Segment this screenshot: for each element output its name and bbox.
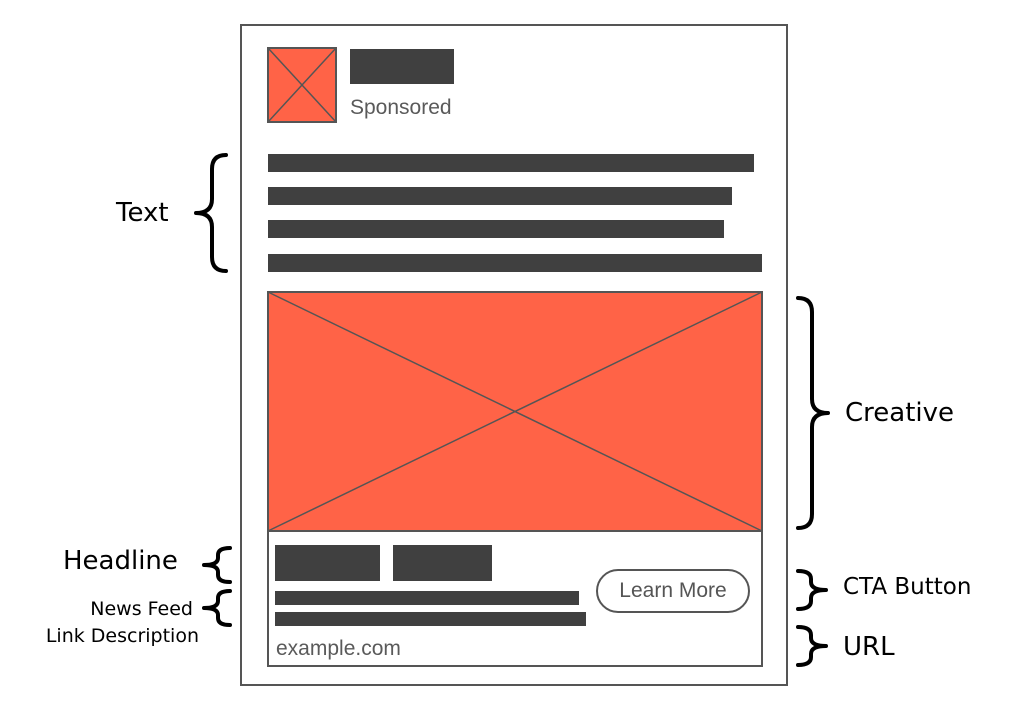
annotation-creative: Creative bbox=[845, 398, 955, 428]
headline-word-placeholder bbox=[393, 545, 492, 581]
text-line-placeholder bbox=[268, 220, 724, 238]
annotation-cta-button: CTA Button bbox=[843, 574, 972, 600]
text-line-placeholder bbox=[268, 154, 754, 172]
annotation-url: URL bbox=[843, 632, 895, 662]
link-description-line-placeholder bbox=[275, 612, 586, 626]
link-description-brace bbox=[202, 589, 232, 627]
cta-brace bbox=[796, 569, 828, 611]
display-url[interactable]: example.com bbox=[276, 637, 401, 660]
headline-word-placeholder bbox=[275, 545, 380, 581]
learn-more-button[interactable]: Learn More bbox=[596, 569, 750, 613]
creative-image-placeholder-icon[interactable] bbox=[267, 291, 763, 532]
text-brace bbox=[194, 153, 228, 273]
sponsored-label: Sponsored bbox=[350, 96, 452, 119]
headline-brace bbox=[202, 546, 232, 584]
text-line-placeholder bbox=[268, 187, 732, 205]
url-brace bbox=[796, 625, 828, 667]
text-line-placeholder bbox=[268, 254, 762, 272]
creative-brace bbox=[796, 296, 830, 530]
annotation-news-feed-line1: News Feed bbox=[90, 598, 193, 620]
annotation-text: Text bbox=[116, 198, 169, 228]
link-description-line-placeholder bbox=[275, 591, 579, 605]
avatar-image-placeholder-icon bbox=[267, 47, 337, 123]
annotation-news-feed-line2: Link Description bbox=[45, 625, 199, 647]
annotation-headline: Headline bbox=[63, 546, 178, 576]
page-name-placeholder bbox=[350, 49, 454, 84]
